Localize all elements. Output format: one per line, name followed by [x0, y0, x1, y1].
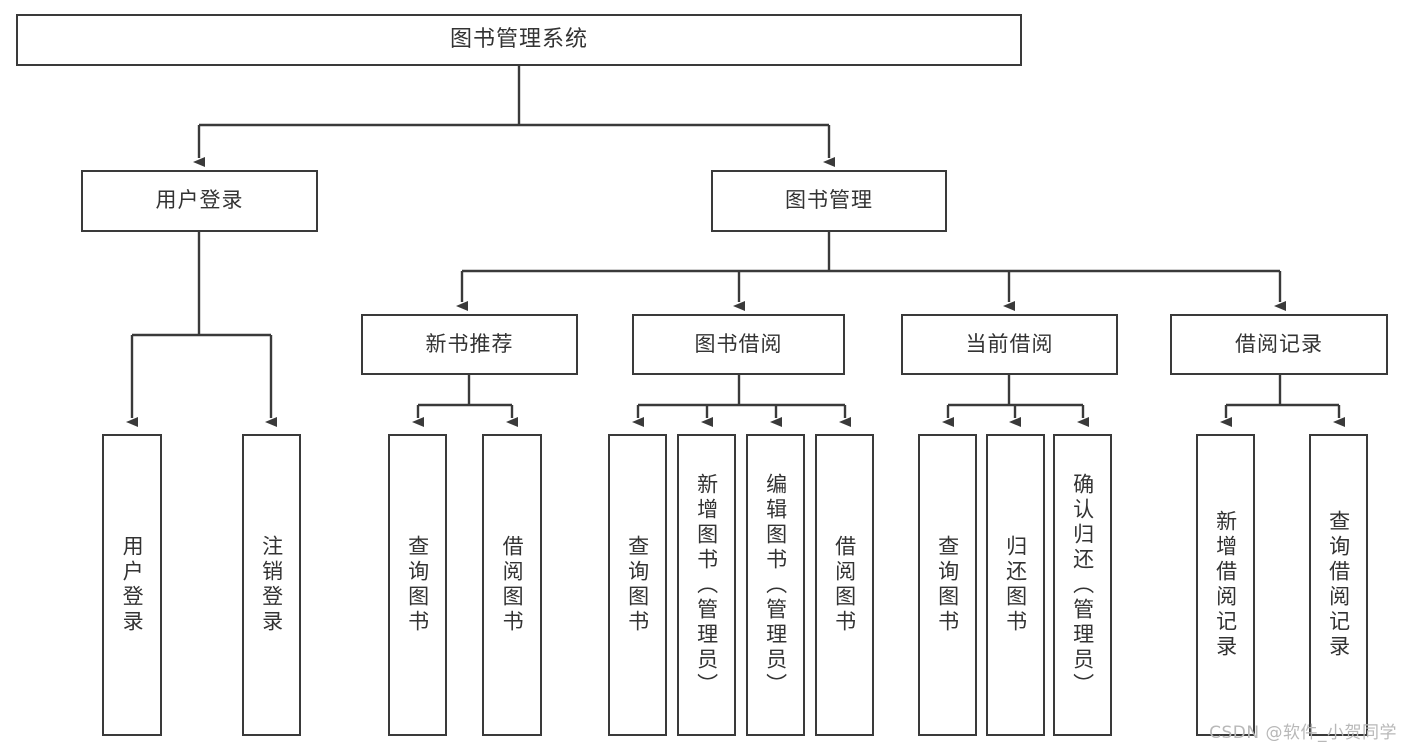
- node-book-borrow[interactable]: 图书借阅: [632, 314, 845, 375]
- node-user-login[interactable]: 用户登录: [81, 170, 318, 232]
- leaf-add-record[interactable]: 新增借阅记录: [1196, 434, 1255, 736]
- node-label: 查询图书: [935, 535, 960, 635]
- node-root-book-management-system[interactable]: 图书管理系统: [16, 14, 1022, 66]
- leaf-edit-book[interactable]: 编辑图书（管理员）: [746, 434, 805, 736]
- leaf-add-book[interactable]: 新增图书（管理员）: [677, 434, 736, 736]
- node-label: 查询借阅记录: [1326, 510, 1351, 660]
- node-label: 图书管理: [785, 188, 873, 213]
- leaf-confirm-return[interactable]: 确认归还（管理员）: [1053, 434, 1112, 736]
- leaf-user-login[interactable]: 用户登录: [102, 434, 162, 736]
- node-label: 查询图书: [405, 535, 430, 635]
- leaf-logout-login[interactable]: 注销登录: [242, 434, 301, 736]
- node-new-book-recommend[interactable]: 新书推荐: [361, 314, 578, 375]
- node-label: 用户登录: [155, 188, 244, 213]
- node-current-borrow[interactable]: 当前借阅: [901, 314, 1118, 375]
- node-label: 注销登录: [259, 535, 284, 635]
- node-borrow-record[interactable]: 借阅记录: [1170, 314, 1388, 375]
- leaf-return-book[interactable]: 归还图书: [986, 434, 1045, 736]
- node-label: 编辑图书（管理员）: [763, 472, 788, 698]
- node-label: 借阅记录: [1235, 331, 1323, 356]
- csdn-watermark: CSDN @软件_小贺同学: [1209, 723, 1397, 743]
- leaf-borrow-book-1[interactable]: 借阅图书: [482, 434, 542, 736]
- node-label: 用户登录: [120, 535, 145, 635]
- leaf-query-book-2[interactable]: 查询图书: [608, 434, 667, 736]
- node-label: 查询图书: [625, 535, 650, 635]
- node-label: 新增图书（管理员）: [694, 472, 719, 698]
- leaf-query-record[interactable]: 查询借阅记录: [1309, 434, 1368, 736]
- node-label: 借阅图书: [500, 535, 525, 635]
- node-label: 当前借阅: [965, 331, 1054, 356]
- node-label: 归还图书: [1003, 535, 1028, 635]
- leaf-query-book-1[interactable]: 查询图书: [388, 434, 447, 736]
- node-label: 新书推荐: [425, 331, 514, 356]
- node-label: 图书借阅: [694, 331, 783, 356]
- leaf-query-book-3[interactable]: 查询图书: [918, 434, 977, 736]
- node-label: 确认归还（管理员）: [1070, 472, 1095, 698]
- node-label: 图书管理系统: [449, 26, 588, 52]
- node-label: 借阅图书: [832, 535, 857, 635]
- node-label: 新增借阅记录: [1213, 510, 1238, 660]
- leaf-borrow-book-2[interactable]: 借阅图书: [815, 434, 874, 736]
- node-book-management[interactable]: 图书管理: [711, 170, 947, 232]
